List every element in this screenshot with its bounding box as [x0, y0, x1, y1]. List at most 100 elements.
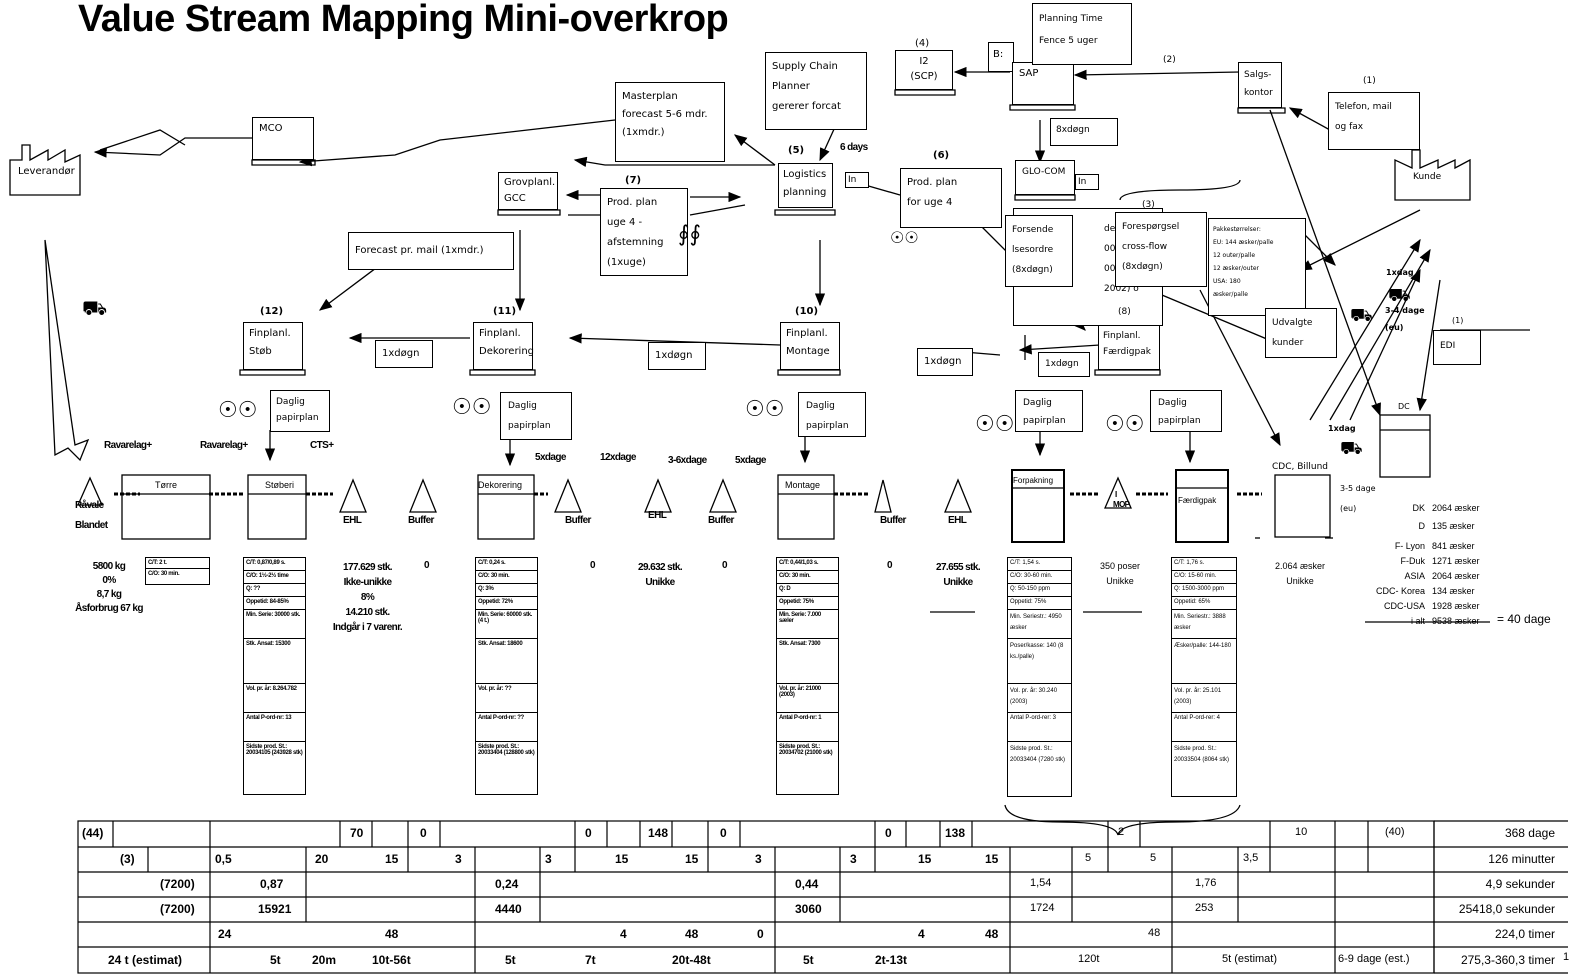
truck-icon-1: ⛟: [1350, 305, 1373, 326]
n1b-label: (1): [1452, 316, 1464, 325]
mont-inv-2: Unikke: [943, 577, 973, 588]
pakke-line-5: USA: 180: [1213, 278, 1241, 285]
timeline-row6-value: 20t-48t: [672, 953, 711, 967]
proc-box-torre: [121, 474, 211, 540]
findekor-line-1: Finplanl.: [479, 328, 521, 339]
faerd-d7: Antal P-ord-rer: 4: [1172, 713, 1236, 742]
i2-stand: [894, 89, 956, 96]
dekor-d6: Vol. pr. år: ??: [476, 684, 537, 713]
mont-d6: Vol. pr. år: 21000 (2003): [777, 684, 838, 713]
timeline-row6-value: 5t: [270, 953, 281, 967]
faerd-d3: Oppetid: 65%: [1172, 597, 1236, 610]
sap-label: SAP: [1019, 68, 1039, 79]
triangle-buffer-4: [874, 479, 892, 513]
timeline-row2-value: 0,5: [215, 852, 232, 866]
mont-d5: Stk. Ansat: 7300: [777, 639, 838, 684]
triangle-buffer-3: [709, 478, 737, 513]
gcc-line-1: Grovplanl.: [504, 177, 556, 188]
eu-label: (eu): [1385, 323, 1404, 332]
ehl-label-1: EHL: [343, 515, 362, 526]
timeline-row1-value: 148: [648, 826, 669, 840]
kunde-factory-icon: [1394, 149, 1471, 201]
timeline-row2-value: 5: [1150, 852, 1157, 864]
faerdigpak-label: Færdigpak: [1178, 496, 1217, 505]
timeline-row3-value: 0,44: [795, 877, 819, 891]
salg-to-sap-arrow: [1073, 69, 1241, 80]
forespoergsel-box: Forespørgsel cross-flow (8xdøgn): [1115, 212, 1207, 287]
torre-ct: C/T: 2 t.: [146, 558, 209, 569]
n7-label: (7): [625, 175, 642, 186]
montage-stand: [777, 369, 841, 376]
leverandor-factory-icon: [9, 144, 81, 196]
timeline-row3-value: 0,24: [495, 877, 519, 891]
ravarelag-1: Ravarelag+: [104, 440, 152, 451]
dc-stock-value: 134 æsker: [1432, 586, 1475, 596]
timeline-row6-value: 24 t (estimat): [108, 953, 183, 967]
timeline-row5-value: 24: [218, 927, 232, 941]
stob-inv-2: Ikke-unikke: [343, 577, 392, 588]
timeline-row3-value: (7200): [160, 877, 195, 891]
daglig-faerd-1: Daglig: [1158, 398, 1187, 408]
salg-line-2: kontor: [1244, 88, 1273, 98]
glasses-icon-3: ☉☉: [218, 398, 258, 423]
i-label: I: [1115, 490, 1117, 499]
glasses-icon-7: ☉☉: [1105, 412, 1145, 437]
glasses-icon-1: ∮∮: [678, 222, 701, 247]
mont-d2: Q: D: [777, 584, 838, 597]
timeline-row6-value: 6-9 dage (est.): [1338, 953, 1410, 965]
timeline-row2-value: 3: [755, 852, 762, 866]
timeline-grid: [77, 820, 1568, 974]
dc-stock-value: 1928 æsker: [1432, 601, 1480, 611]
mop-label: MOP: [1113, 500, 1130, 509]
i2-line-2: (SCP): [910, 71, 938, 82]
timeline-row2-value: 20: [315, 852, 329, 866]
timeline-row5-value: 0: [757, 927, 764, 941]
daglig-dekor-2: papirplan: [508, 421, 551, 431]
glasses-icon-4: ☉☉: [452, 395, 492, 420]
daglig-mont-1: Daglig: [806, 401, 835, 411]
mont-d1: C/O: 30 min.: [777, 571, 838, 584]
eu2-label: (eu): [1340, 504, 1357, 513]
leverandor-label: Leverandør: [18, 166, 75, 177]
forsende-line-2: lsesordre: [1012, 245, 1054, 255]
ehl-label-3: EHL: [948, 515, 967, 526]
proc-box-dekor: [477, 474, 535, 540]
prodplan4-line-1: Prod. plan: [607, 197, 658, 208]
glasses-icon-6: ☉☉: [975, 412, 1015, 437]
finmont-line-1: Finplanl.: [786, 328, 828, 339]
daglig-mont-2: papirplan: [806, 421, 849, 431]
raw-inv-1: 5800 kg: [92, 561, 126, 572]
finfaerdig-line-1: Finplanl.: [1103, 331, 1141, 341]
faerd-d1: C/O: 15-60 min.: [1172, 571, 1236, 584]
dekor-data-box: C/T: 0,24 s. C/O: 30 min. Q: 3% Oppetid:…: [475, 557, 538, 795]
timeline-row4-value: 1724: [1030, 902, 1055, 914]
mont-data-box: C/T: 0,44/1,03 s. C/O: 30 min. Q: D Oppe…: [776, 557, 839, 795]
faerd-d0: C/T: 1,76 s.: [1172, 558, 1236, 571]
timeline-row1-value: 2: [1118, 826, 1125, 838]
proc-box-dc: [1379, 414, 1431, 478]
stob-d7: Antal P-ord-nr: 13: [244, 713, 305, 742]
dekor-inventory: 29.632 stk. Unikke: [630, 560, 690, 590]
timeline-row6-value: 120t: [1078, 953, 1100, 965]
salgskontor-box: Salgs- kontor: [1238, 62, 1282, 108]
daglig-faerd-2: papirplan: [1158, 416, 1201, 426]
proc-box-stob: [247, 474, 307, 540]
truck-icon-2: ⛟: [1388, 285, 1411, 306]
dc-to-kunde-2: [1329, 248, 1431, 421]
one-xdogn-4: 1xdøgn: [1045, 359, 1079, 369]
cdc-inventory: 2.064 æsker Unikke: [1260, 559, 1340, 589]
n8-label: (8): [1118, 307, 1131, 317]
timeline-row2-value: 15: [385, 852, 399, 866]
forecast-mail-box: Forecast pr. mail (1xmdr.): [348, 232, 514, 270]
timeline-row1-value: 0: [420, 826, 427, 840]
zero-2: 0: [590, 560, 596, 571]
raw-inv-4: Åsforbrug 67 kg: [75, 603, 143, 614]
dc-stock-value: 2064 æsker: [1432, 571, 1480, 581]
timeline-row2-value: 15: [685, 852, 699, 866]
faerdig-stand: [1094, 369, 1161, 376]
in-label-1: In: [848, 175, 857, 185]
days-5xb-label: 5xdage: [735, 455, 766, 466]
prod-plan-for-uge4-box: Prod. plan for uge 4: [900, 168, 1002, 228]
masterplan-box: Masterplan forecast 5-6 mdr. (1xmdr.): [615, 82, 725, 162]
